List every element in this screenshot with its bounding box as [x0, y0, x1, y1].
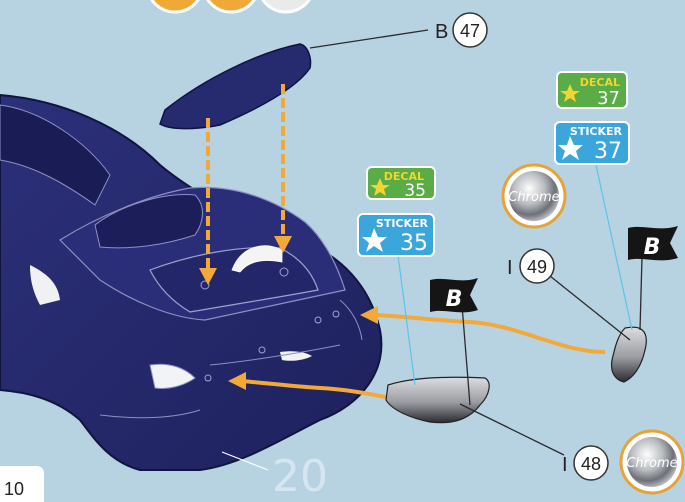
- svg-text:37: 37: [594, 139, 622, 164]
- sprue-letter: B: [435, 21, 448, 43]
- svg-text:Chrome: Chrome: [626, 456, 677, 471]
- svg-text:STICKER: STICKER: [570, 125, 623, 138]
- chrome-paint-badge-top: Chrome: [503, 165, 565, 227]
- sprue-letter: I: [507, 257, 513, 279]
- black-flag-right: B: [628, 226, 678, 260]
- svg-text:STICKER: STICKER: [376, 217, 429, 230]
- car-body-rear: [0, 95, 381, 470]
- svg-text:35: 35: [400, 231, 428, 256]
- decal-badge-35: DECAL 35: [367, 167, 435, 201]
- svg-text:B: B: [644, 235, 661, 260]
- part-number: 47: [460, 21, 480, 41]
- part-callout-49: I 49: [507, 249, 554, 283]
- svg-text:37: 37: [597, 88, 620, 109]
- part-callout-48: I 48: [562, 446, 608, 480]
- sprue-letter: I: [562, 454, 568, 476]
- taillight-left-part: [386, 377, 489, 422]
- top-paint-markers: [147, 0, 314, 12]
- sticker-badge-35: STICKER 35: [358, 214, 434, 256]
- part-callout-47: B 47: [435, 13, 487, 47]
- chrome-paint-badge-bottom: Chrome: [621, 431, 683, 493]
- svg-text:35: 35: [404, 181, 426, 201]
- part-number: 48: [581, 454, 601, 474]
- svg-text:B: B: [446, 287, 463, 312]
- svg-text:20: 20: [272, 451, 328, 502]
- svg-text:10: 10: [4, 479, 24, 499]
- decal-badge-37: DECAL 37: [557, 72, 627, 109]
- svg-text:Chrome: Chrome: [508, 190, 559, 205]
- part-number: 49: [527, 257, 547, 277]
- spoiler-part: [160, 44, 311, 129]
- black-flag-left: B: [430, 278, 478, 312]
- step-number: 20: [222, 451, 328, 502]
- page-number-tab: 10: [0, 466, 44, 502]
- sticker-badge-37: STICKER 37: [555, 122, 629, 164]
- taillight-right-part: [612, 327, 647, 382]
